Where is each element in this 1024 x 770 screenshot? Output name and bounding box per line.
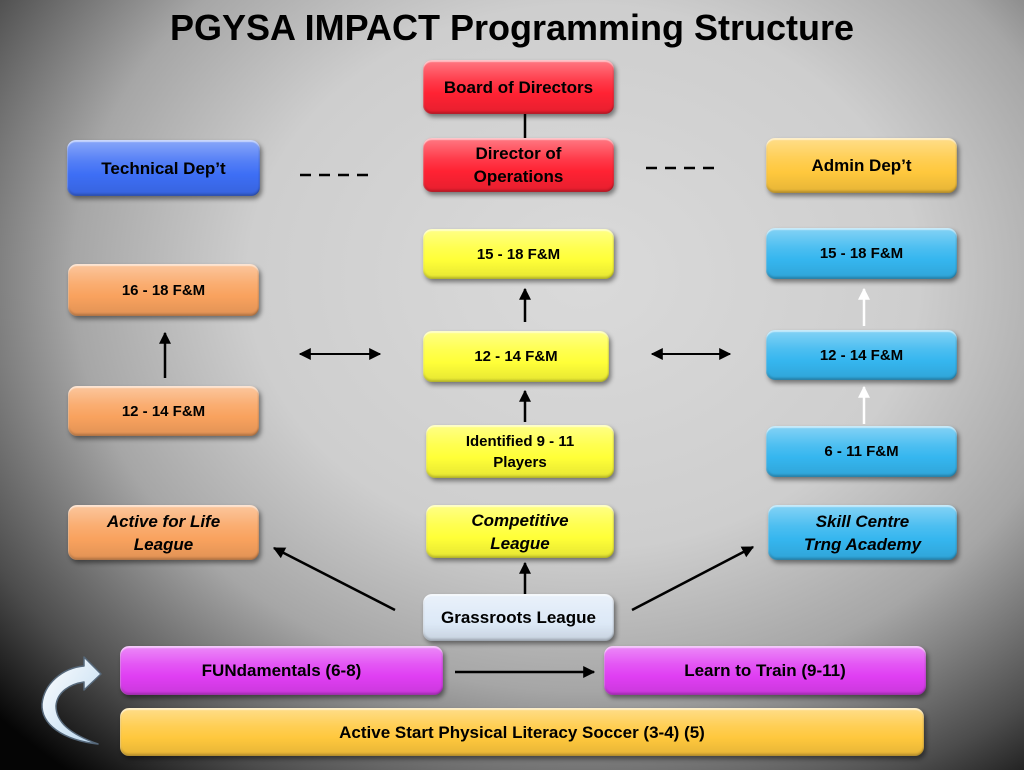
learn-to-train-box: Learn to Train (9-11) [604, 646, 926, 695]
admin-dept-label: Admin Dep’t [811, 156, 912, 175]
active-for-life-league-box: Active for Life League [68, 505, 259, 560]
right-12-14-box: 12 - 14 F&M [766, 330, 957, 380]
skill-centre-academy-box: Skill Centre Trng Academy [768, 505, 957, 560]
fundamentals-box: FUNdamentals (6-8) [120, 646, 443, 695]
right-15-18-box: 15 - 18 F&M [766, 228, 957, 279]
admin-dept-box: Admin Dep’t [766, 138, 957, 193]
fundamentals-label: FUNdamentals (6-8) [201, 661, 362, 680]
identified-players-line-2: Players [493, 453, 547, 471]
competitive-league-box: Competitive League [426, 505, 614, 558]
grassroots-league-box: Grassroots League [423, 594, 614, 641]
right-12-14-label: 12 - 14 F&M [819, 346, 904, 364]
right-6-11-label: 6 - 11 F&M [824, 443, 899, 460]
competitive-league-line-1: Competitive [471, 510, 569, 530]
page-title: PGYSA IMPACT Programming Structure [169, 7, 855, 48]
active-for-life-line-2: League [133, 534, 194, 554]
board-of-directors-box: Board of Directors [423, 60, 614, 114]
curved-arrow-icon [41, 656, 102, 745]
director-of-operations-line-2: Operations [473, 167, 564, 186]
right-6-11-box: 6 - 11 F&M [766, 426, 957, 477]
learn-to-train-label: Learn to Train (9-11) [684, 661, 846, 680]
grassroots-to-active-for-life-arrow [272, 546, 396, 612]
skill-centre-line-1: Skill Centre [815, 511, 910, 531]
center-12-14-box: 12 - 14 F&M [423, 331, 609, 382]
active-start-box: Active Start Physical Literacy Soccer (3… [120, 708, 924, 756]
right-15-18-label: 15 - 18 F&M [819, 245, 904, 262]
grassroots-to-skill-centre-arrow [631, 545, 755, 612]
competitive-league-line-2: League [490, 533, 550, 553]
director-of-operations-line-1: Director of [475, 144, 562, 163]
active-start-label: Active Start Physical Literacy Soccer (3… [339, 722, 705, 742]
left-16-18-box: 16 - 18 F&M [68, 264, 259, 316]
identified-players-box: Identified 9 - 11 Players [426, 425, 614, 478]
technical-dept-box: Technical Dep’t [67, 140, 260, 196]
left-12-14-box: 12 - 14 F&M [68, 386, 259, 436]
identified-players-line-1: Identified 9 - 11 [465, 432, 575, 450]
center-12-14-label: 12 - 14 F&M [474, 348, 558, 365]
technical-dept-label: Technical Dep’t [101, 158, 226, 178]
center-15-18-label: 15 - 18 F&M [476, 245, 561, 263]
center-15-18-box: 15 - 18 F&M [423, 229, 614, 279]
left-12-14-label: 12 - 14 F&M [121, 402, 206, 420]
director-of-operations-box: Director of Operations [423, 138, 614, 192]
active-for-life-line-1: Active for Life [106, 511, 221, 531]
skill-centre-line-2: Trng Academy [803, 534, 922, 554]
grassroots-league-label: Grassroots League [441, 608, 596, 627]
board-of-directors-label: Board of Directors [443, 77, 594, 97]
left-16-18-label: 16 - 18 F&M [121, 281, 206, 299]
